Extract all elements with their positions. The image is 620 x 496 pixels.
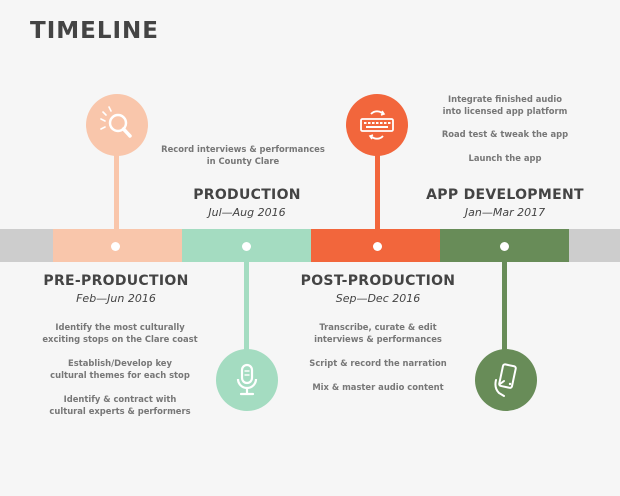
app-development-marker [500,242,509,251]
production-task: Record interviews & performances in Coun… [161,144,325,166]
production-marker [242,242,251,251]
pre-production-marker [111,242,120,251]
pre-production-heading: PRE-PRODUCTION [43,273,189,289]
production-icon-circle [216,349,278,411]
app-development-task: Integrate finished audio into licensed a… [442,94,568,116]
app-development-heading: APP DEVELOPMENT [426,187,584,203]
post-production-dates: Sep—Dec 2016 [335,292,421,305]
production-heading: PRODUCTION [193,187,301,203]
pre-production-icon-circle [86,94,148,156]
pre-production-task: Identify & contract with cultural expert… [49,394,191,416]
post-production-connector [375,150,380,230]
pre-production-task: Establish/Develop key cultural themes fo… [50,358,190,380]
pre-production-task: Identify the most culturally exciting st… [42,322,198,344]
post-production-task: Script & record the narration [309,358,447,368]
timeline-start-segment [0,229,53,262]
timeline-end-segment [569,229,620,262]
smartphone-icon [494,363,517,397]
app-development-task: Launch the app [468,153,542,163]
post-production-task: Transcribe, curate & edit interviews & p… [314,322,442,344]
post-production-heading: POST-PRODUCTION [300,273,456,289]
microphone-icon [236,363,258,396]
post-production-icon-circle [346,94,408,156]
pre-production-dates: Feb—Jun 2016 [76,292,156,305]
pre-production-connector [114,150,119,230]
keyboard-icon [360,110,394,140]
page-title: TIMELINE [30,18,160,44]
app-development-task: Road test & tweak the app [441,129,569,139]
post-production-task: Mix & master audio content [312,382,444,392]
post-production-marker [373,242,382,251]
app-development-icon-circle [475,349,537,411]
production-dates: Jul—Aug 2016 [208,206,286,219]
production-connector [244,261,249,356]
app-development-connector [502,261,507,353]
magnifier-icon [100,106,132,138]
app-development-dates: Jan—Mar 2017 [464,206,546,219]
